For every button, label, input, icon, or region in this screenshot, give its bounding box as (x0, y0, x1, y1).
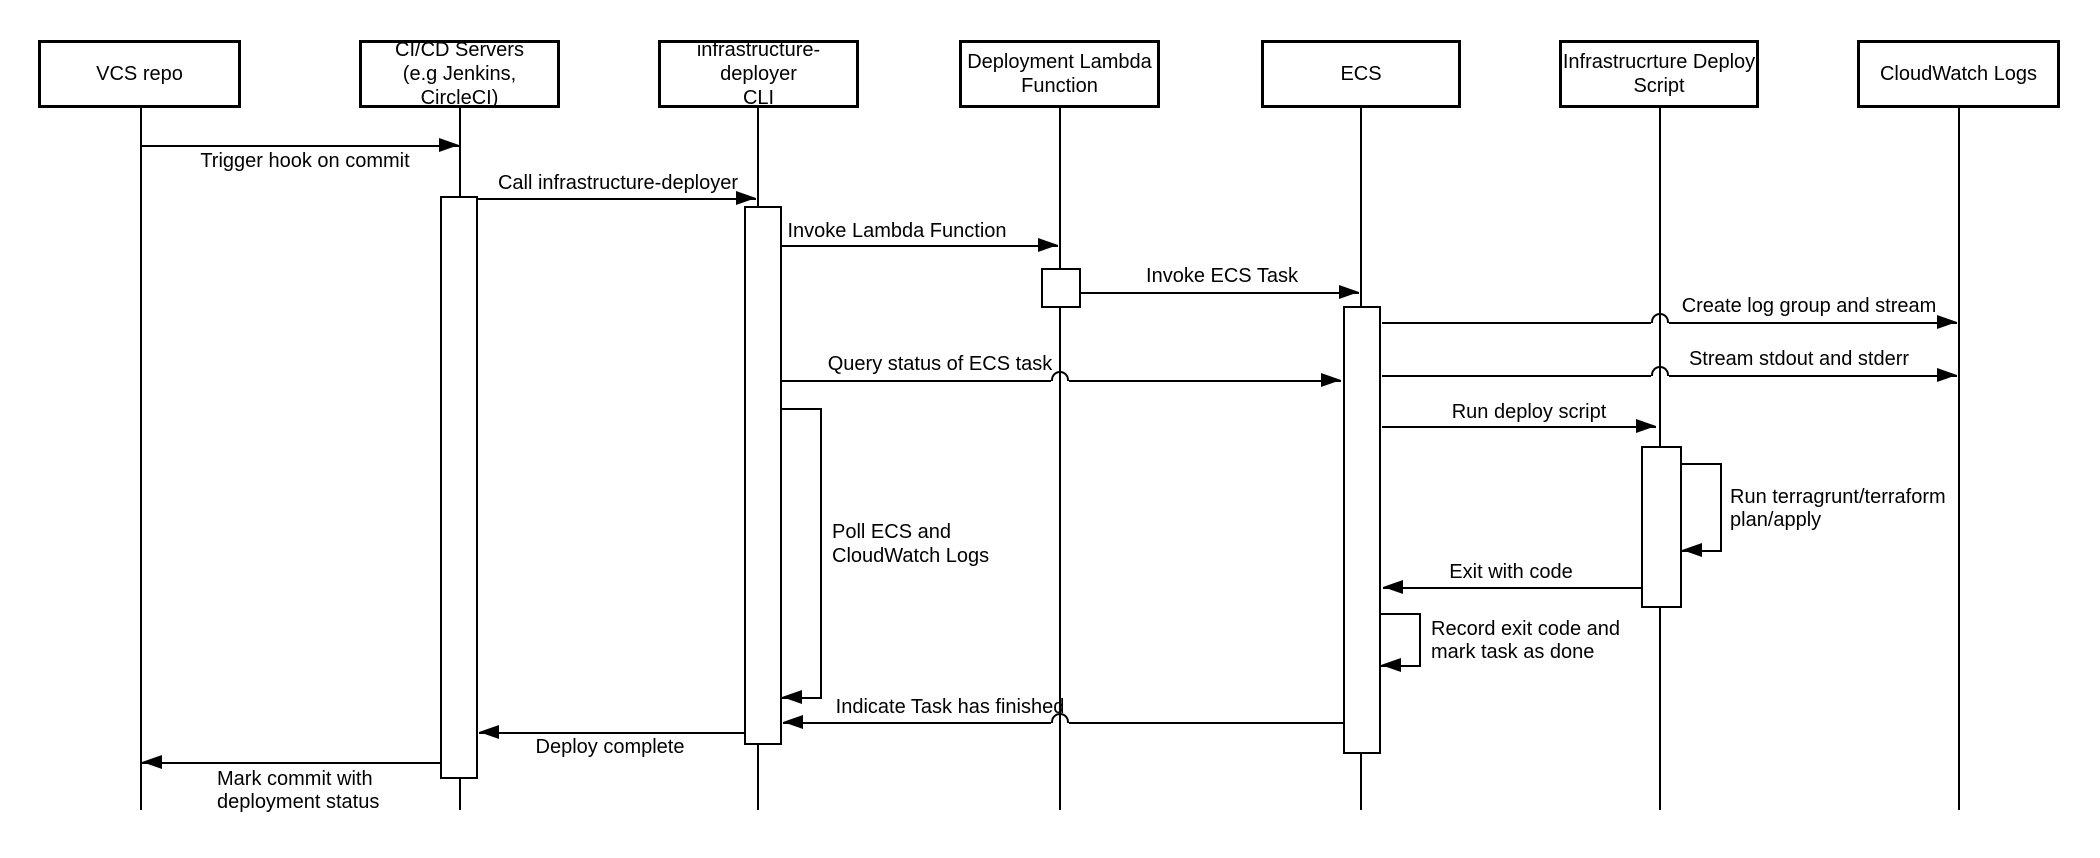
lifeline-vcs-repo (140, 108, 142, 810)
self-message-label-record-exit-code-and-mark-task-as-done-line: Record exit code and (1431, 618, 1621, 640)
arrowhead (142, 755, 162, 769)
message-label-indicate-task-has-finished-line: Indicate Task has finished (835, 696, 1065, 718)
message-label-exit-with-code-line: Exit with code (1449, 561, 1573, 583)
message-label-invoke-lambda-function: Invoke Lambda Function (547, 220, 1247, 243)
message-label-trigger-hook-on-commit: Trigger hook on commit (0, 150, 655, 173)
message-arrow-stream-stdout-and-stderr (1669, 375, 1957, 377)
arrowhead (439, 138, 459, 152)
arrowhead (1636, 419, 1656, 433)
message-label-indicate-task-has-finished: Indicate Task has finished (600, 696, 1300, 719)
message-arrow-deploy-complete (479, 732, 744, 734)
actor-label: Deployment Lambda (967, 51, 1152, 73)
message-arrow-mark-commit-with-deployment-status (142, 762, 440, 764)
self-message-label-poll-ecs-and-cloudwatch-logs-line: CloudWatch Logs (832, 545, 990, 567)
message-arrow-exit-with-code (1383, 587, 1641, 589)
message-label-stream-stdout-and-stderr-line: Stream stdout and stderr (1688, 348, 1910, 370)
lifeline-deployment-lambda-function (1059, 108, 1061, 810)
actor-label: (e.g Jenkins, CircleCI) (402, 63, 517, 109)
message-label-query-status-of-ecs-task: Query status of ECS task (590, 353, 1290, 376)
message-label-invoke-ecs-task-line: Invoke ECS Task (1146, 265, 1298, 287)
message-label-invoke-lambda-function-line: Invoke Lambda Function (787, 220, 1007, 242)
message-label-trigger-hook-on-commit-line: Trigger hook on commit (200, 150, 410, 172)
arrowhead (782, 690, 802, 704)
message-label-exit-with-code: Exit with code (1161, 561, 1861, 584)
self-message-label-run-terragrunt-terraform-plan-apply-line: Run terragrunt/terraform (1730, 486, 1946, 508)
message-label-call-infrastructure-deployer: Call infrastructure-deployer (268, 172, 968, 195)
message-label-invoke-ecs-task: Invoke ECS Task (872, 265, 1572, 288)
actor-label: VCS repo (96, 63, 183, 85)
message-arrow-invoke-lambda-function (782, 245, 1058, 247)
self-message-bracket-run-terragrunt-terraform-plan-apply (1682, 463, 1722, 552)
message-arrow-create-log-group-and-stream (1669, 322, 1957, 324)
message-arrow-query-status-of-ecs-task (782, 380, 1051, 382)
message-arrow-indicate-task-has-finished (1069, 722, 1343, 724)
self-message-label-poll-ecs-and-cloudwatch-logs-line: Poll ECS and (832, 521, 951, 543)
arrowhead (1383, 580, 1403, 594)
message-arrow-invoke-ecs-task (1081, 292, 1359, 294)
activation-infrastructure-deploy-script (1641, 446, 1682, 608)
actor-box-ecs: ECS (1261, 40, 1461, 108)
message-label-mark-commit-with-deployment-status-line: Mark commit with (217, 768, 373, 790)
activation-ecs (1343, 306, 1381, 754)
arrowhead (736, 191, 756, 205)
message-label-call-infrastructure-deployer-line: Call infrastructure-deployer (497, 172, 739, 194)
message-label-create-log-group-and-stream: Create log group and stream (1459, 295, 2100, 318)
self-message-bracket-record-exit-code-and-mark-task-as-done (1381, 613, 1421, 667)
lifeline-hop (1651, 366, 1669, 376)
self-message-bracket-poll-ecs-and-cloudwatch-logs (782, 408, 822, 699)
arrowhead (783, 715, 803, 729)
activation-cicd-servers (440, 196, 478, 779)
actor-label: CLI (742, 87, 775, 109)
activation-deployment-lambda-function (1041, 268, 1081, 308)
actor-label: Script (1633, 75, 1685, 97)
arrowhead (1682, 543, 1702, 557)
arrowhead (1381, 658, 1401, 672)
message-arrow-run-deploy-script (1382, 426, 1656, 428)
message-label-deploy-complete: Deploy complete (260, 736, 960, 759)
message-arrow-indicate-task-has-finished (783, 722, 1051, 724)
actor-label: infrastructure-deployer (696, 39, 821, 85)
actor-box-cicd-servers: CI/CD Servers(e.g Jenkins, CircleCI) (359, 39, 560, 109)
message-label-run-deploy-script-line: Run deploy script (1451, 401, 1607, 423)
message-label-deploy-complete-line: Deploy complete (535, 736, 685, 758)
activation-infrastructure-deployer-cli (744, 206, 782, 745)
actor-label: ECS (1340, 63, 1382, 85)
lifeline-hop (1051, 713, 1069, 723)
message-arrow-create-log-group-and-stream (1382, 322, 1651, 324)
message-label-mark-commit-with-deployment-status-line: deployment status (217, 791, 380, 813)
arrowhead (1038, 238, 1058, 252)
actor-box-cloudwatch-logs: CloudWatch Logs (1857, 40, 2060, 108)
self-message-label-record-exit-code-and-mark-task-as-done-line: mark task as done (1431, 641, 1595, 663)
actor-label: CloudWatch Logs (1879, 63, 2038, 85)
arrowhead (1321, 373, 1341, 387)
arrowhead (479, 725, 499, 739)
actor-box-vcs-repo: VCS repo (38, 40, 241, 108)
message-arrow-query-status-of-ecs-task (1069, 380, 1341, 382)
message-label-query-status-of-ecs-task-line: Query status of ECS task (827, 353, 1053, 375)
lifeline-hop (1051, 371, 1069, 381)
actor-label: Infrastrucrture Deploy (1562, 51, 1756, 73)
actor-label: Function (1021, 75, 1098, 97)
self-message-label-run-terragrunt-terraform-plan-apply-line: plan/apply (1730, 509, 1822, 531)
message-arrow-trigger-hook-on-commit (142, 145, 459, 147)
message-arrow-call-infrastructure-deployer (478, 198, 756, 200)
message-arrow-stream-stdout-and-stderr (1382, 375, 1651, 377)
arrowhead (1937, 315, 1957, 329)
actor-label: CI/CD Servers (395, 39, 524, 61)
message-label-stream-stdout-and-stderr: Stream stdout and stderr (1449, 348, 2100, 371)
arrowhead (1339, 285, 1359, 299)
arrowhead (1937, 368, 1957, 382)
message-label-create-log-group-and-stream-line: Create log group and stream (1681, 295, 1937, 317)
message-label-run-deploy-script: Run deploy script (1179, 401, 1879, 424)
lifeline-cloudwatch-logs (1958, 108, 1960, 810)
lifeline-hop (1651, 313, 1669, 323)
